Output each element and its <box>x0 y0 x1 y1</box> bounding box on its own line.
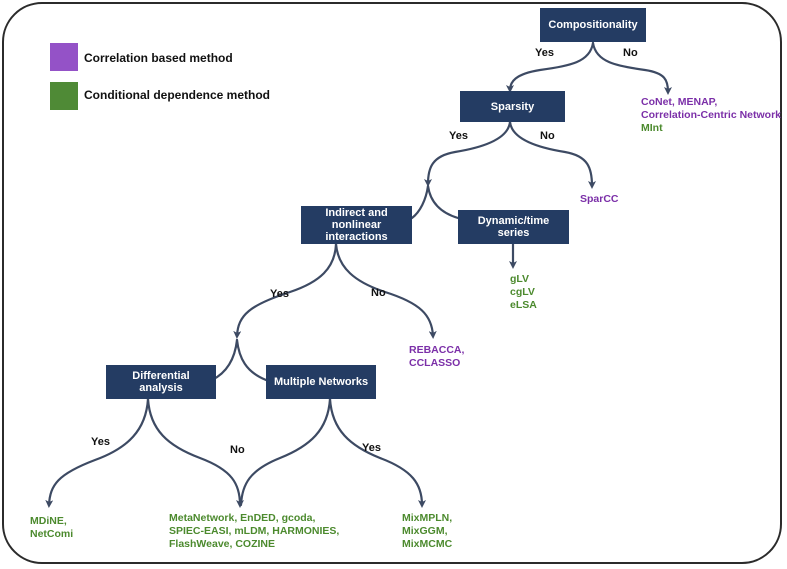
methods-mixmpln: MixMPLN,MixGGM,MixMCMC <box>402 512 452 551</box>
methods-rebacca: REBACCA,CCLASSO <box>409 344 464 370</box>
method-name: eLSA <box>510 299 537 311</box>
method-name: REBACCA, <box>409 344 465 356</box>
methods-metanetwork: MetaNetwork, EnDED, gcoda,SPIEC-EASI, mL… <box>169 512 339 551</box>
methods-mdine: MDiNE,NetComi <box>30 515 73 541</box>
edge-junction-right <box>426 184 460 220</box>
label-multi-yes: Yes <box>362 442 381 454</box>
label-mid-no: No <box>230 444 245 456</box>
edge-spars-yes <box>424 120 512 187</box>
edge-indirect-yes <box>233 242 338 339</box>
method-name: gLV <box>510 273 530 285</box>
method-name: SparCC <box>580 193 619 205</box>
method-name: NetComi <box>30 528 74 540</box>
label-spars-no: No <box>540 130 555 142</box>
method-name: CoNet, MENAP, <box>641 96 718 108</box>
method-name: FlashWeave, COZINE <box>169 538 276 550</box>
method-name: CCLASSO <box>409 357 461 369</box>
method-name: MixGGM, <box>402 525 448 537</box>
node-multiple-networks: Multiple Networks <box>266 365 376 399</box>
methods-sparcc: SparCC <box>580 193 619 206</box>
label-comp-no: No <box>623 47 638 59</box>
edge-spars-no <box>508 120 596 189</box>
node-sparsity: Sparsity <box>460 91 565 122</box>
method-name: MInt <box>641 122 663 134</box>
method-name: SPIEC-EASI, mLDM, HARMONIES, <box>169 525 340 537</box>
node-indirect-interactions: Indirect and nonlinear interactions <box>301 206 412 244</box>
node-differential-analysis: Differential analysis <box>106 365 216 399</box>
method-name: Correlation-Centric Network <box>641 109 782 121</box>
method-name: MetaNetwork, EnDED, gcoda, <box>169 512 316 524</box>
edge-diff-no <box>146 397 244 508</box>
method-name: MixMCMC <box>402 538 453 550</box>
edge-multi-yes <box>328 397 426 508</box>
edge-comp-yes <box>506 41 595 93</box>
edge-split-right <box>235 338 268 382</box>
label-comp-yes: Yes <box>535 47 554 59</box>
diagram-frame <box>2 2 782 564</box>
legend-correlation-swatch <box>50 43 78 71</box>
legend-conditional-swatch <box>50 82 78 110</box>
label-spars-yes: Yes <box>449 130 468 142</box>
edge-multi-no <box>239 397 332 507</box>
edge-indirect-no <box>334 242 437 339</box>
method-name: MixMPLN, <box>402 512 453 524</box>
method-name: MDiNE, <box>30 515 67 527</box>
methods-conet: CoNet, MENAP,Correlation-Centric Network… <box>641 96 781 135</box>
label-diff-yes: Yes <box>91 436 110 448</box>
label-indirect-yes: Yes <box>270 288 289 300</box>
edge-junction-left <box>410 184 430 220</box>
node-dynamic-time-series: Dynamic/time series <box>458 210 569 244</box>
node-compositionality: Compositionality <box>540 8 646 42</box>
label-indirect-no: No <box>371 287 386 299</box>
method-name: cgLV <box>510 286 535 298</box>
legend-correlation-label: Correlation based method <box>84 51 233 65</box>
legend-conditional-label: Conditional dependence method <box>84 88 271 102</box>
edge-comp-no <box>591 41 672 95</box>
edge-diff-yes <box>45 397 150 508</box>
